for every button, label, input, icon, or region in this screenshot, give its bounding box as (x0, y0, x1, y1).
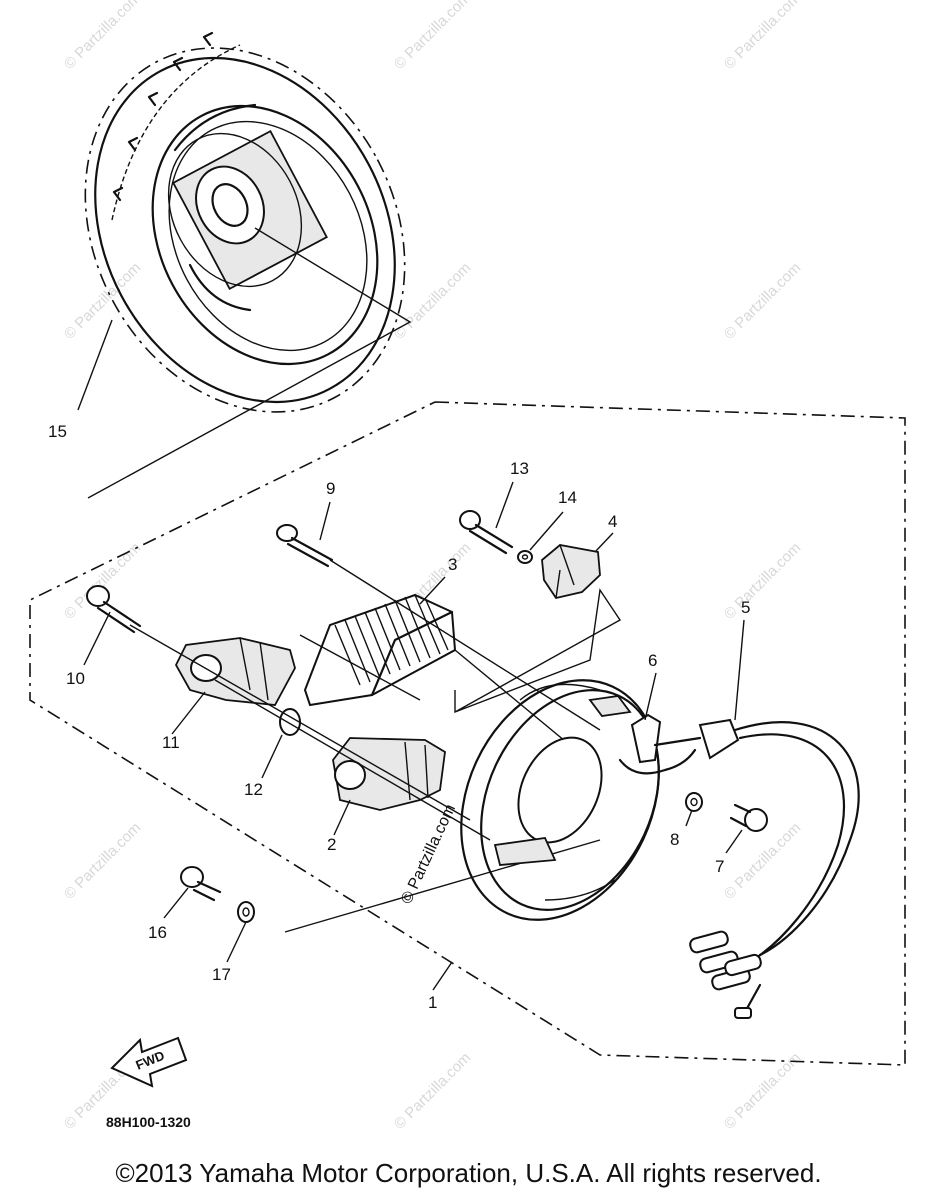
bolt-7 (729, 803, 768, 832)
callout-leaders (77, 319, 745, 991)
callout-1: 1 (428, 993, 437, 1012)
watermark: © Partzilla.com (391, 0, 474, 73)
watermark: © Partzilla.com (721, 539, 804, 622)
callout-15: 15 (48, 422, 67, 441)
callout-13: 13 (510, 459, 529, 478)
charge-coil-11 (174, 637, 296, 706)
callout-7: 7 (715, 857, 724, 876)
callout-16: 16 (148, 923, 167, 942)
callout-6: 6 (648, 651, 657, 670)
callout-4: 4 (608, 512, 617, 531)
callout-17: 17 (212, 965, 231, 984)
diagram-code: 88H100-1320 (106, 1114, 191, 1130)
callout-14: 14 (558, 488, 577, 507)
watermark: © Partzilla.com (61, 0, 144, 73)
pulser-coil-4 (541, 544, 601, 600)
center-watermark: © Partzilla.com (398, 802, 459, 907)
cdi-unit-3 (303, 593, 457, 707)
assembly-boundary (29, 401, 906, 1066)
watermark: © Partzilla.com (391, 259, 474, 342)
screw-13 (459, 510, 514, 555)
callout-labels: 15 9 13 14 4 3 5 10 6 11 12 2 8 7 16 17 … (48, 422, 750, 1012)
callout-11: 11 (162, 733, 180, 752)
screw-16 (180, 866, 222, 902)
callout-9: 9 (326, 479, 335, 498)
watermark: © Partzilla.com (61, 819, 144, 902)
fwd-arrow: FWD (110, 1036, 188, 1088)
washer-14 (517, 550, 533, 564)
washer-17 (237, 901, 255, 923)
callout-5: 5 (741, 598, 750, 617)
callout-8: 8 (670, 830, 679, 849)
watermark: © Partzilla.com (721, 819, 804, 902)
screw-9 (276, 524, 334, 568)
flywheel-rotor (84, 31, 406, 413)
copyright-notice: ©2013 Yamaha Motor Corporation, U.S.A. A… (115, 1158, 822, 1188)
callout-2: 2 (327, 835, 336, 854)
screw-10 (86, 585, 142, 634)
callout-10: 10 (66, 669, 85, 688)
callout-3: 3 (448, 555, 457, 574)
wire-harness-5 (618, 718, 860, 1019)
callout-12: 12 (244, 780, 263, 799)
washer-8 (685, 792, 703, 812)
stator-base-plate (460, 679, 660, 921)
watermark: © Partzilla.com (391, 1049, 474, 1132)
clamp-6 (630, 713, 662, 764)
watermark: © Partzilla.com (721, 259, 804, 342)
watermark: © Partzilla.com (721, 0, 804, 73)
